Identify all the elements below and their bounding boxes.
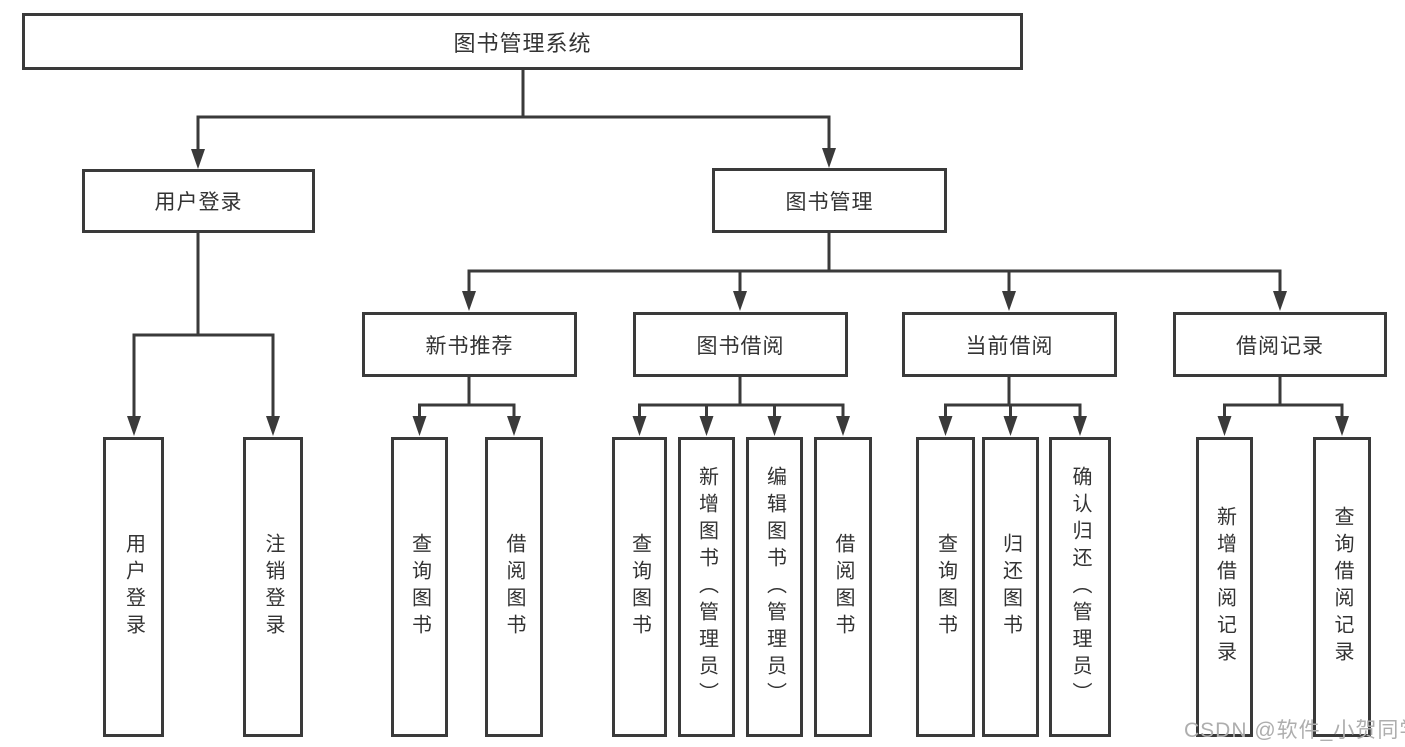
csdn-watermark: CSDN @软件_小贺同学 bbox=[1184, 719, 1405, 742]
leaf-query-books-borrowing: 查询图书 bbox=[612, 437, 667, 737]
leaf-borrow-books-recommend: 借阅图书 bbox=[485, 437, 543, 737]
leaf-edit-books-admin: 编辑图书（管理员） bbox=[746, 437, 803, 737]
leaf-logout: 注销登录 bbox=[243, 437, 303, 737]
leaf-query-books-current: 查询图书 bbox=[916, 437, 975, 737]
node-book-management: 图书管理 bbox=[712, 168, 947, 233]
node-new-book-recommend: 新书推荐 bbox=[362, 312, 577, 377]
leaf-confirm-return-admin: 确认归还（管理员） bbox=[1049, 437, 1111, 737]
leaf-add-books-admin: 新增图书（管理员） bbox=[678, 437, 735, 737]
node-borrow-records: 借阅记录 bbox=[1173, 312, 1387, 377]
leaf-return-books: 归还图书 bbox=[982, 437, 1039, 737]
node-user-login: 用户登录 bbox=[82, 169, 315, 233]
node-current-borrowing: 当前借阅 bbox=[902, 312, 1117, 377]
node-book-borrowing: 图书借阅 bbox=[633, 312, 848, 377]
leaf-user-login: 用户登录 bbox=[103, 437, 164, 737]
node-library-management-system: 图书管理系统 bbox=[22, 13, 1023, 70]
leaf-query-borrow-record: 查询借阅记录 bbox=[1313, 437, 1371, 737]
leaf-query-books-recommend: 查询图书 bbox=[391, 437, 448, 737]
arrowheads bbox=[127, 148, 1349, 436]
leaf-borrow-books: 借阅图书 bbox=[814, 437, 872, 737]
leaf-add-borrow-record: 新增借阅记录 bbox=[1196, 437, 1253, 737]
